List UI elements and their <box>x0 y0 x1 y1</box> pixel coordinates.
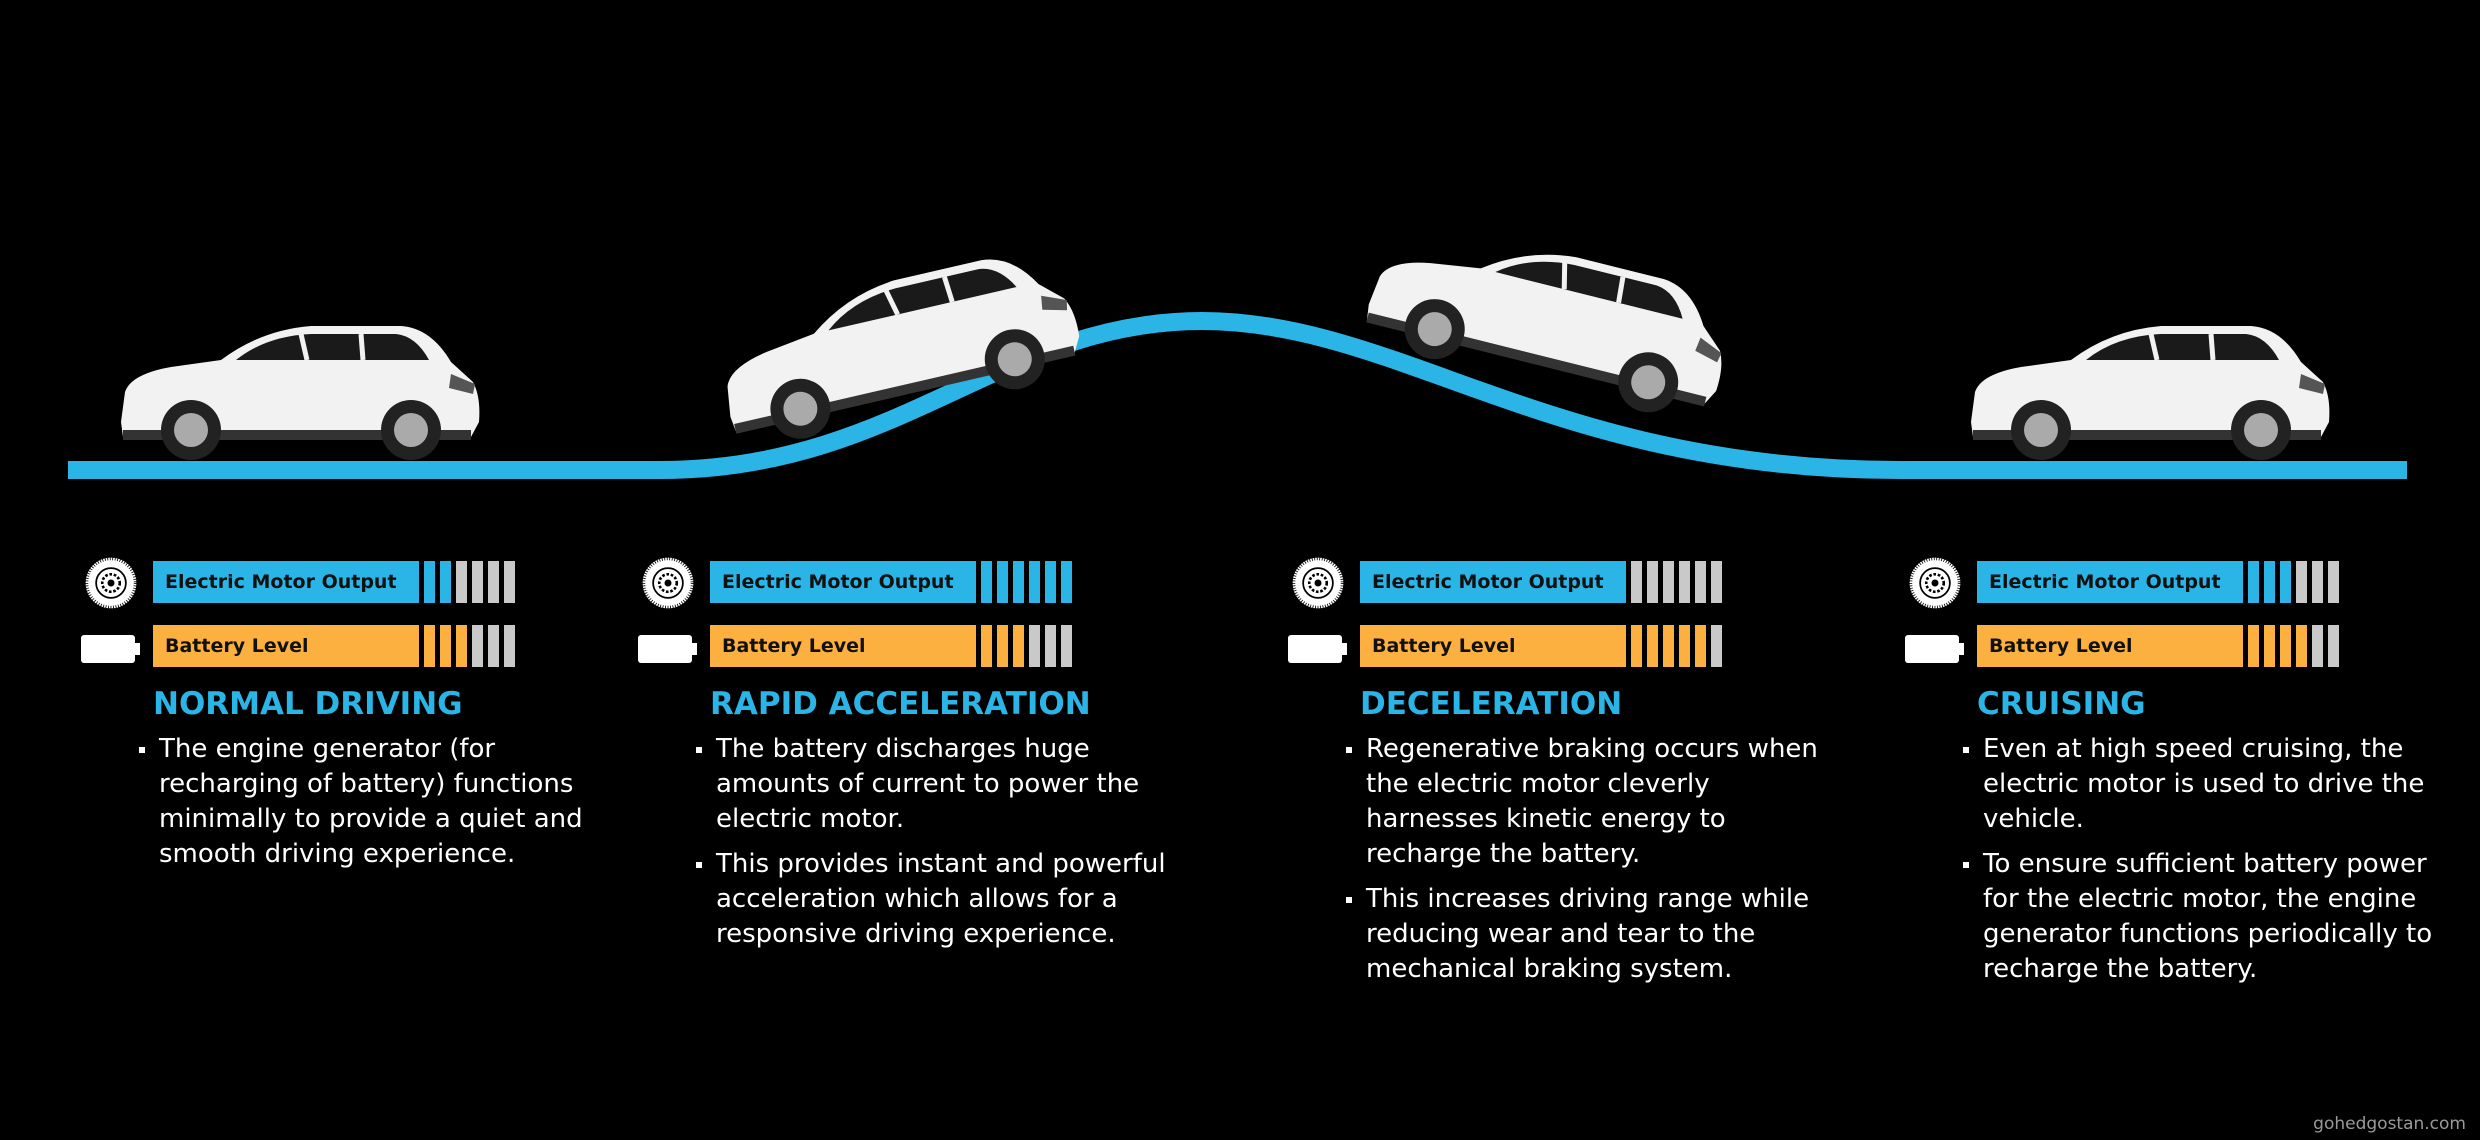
bullet-item: To ensure sufficient battery power for t… <box>1963 847 2443 987</box>
battery-segment <box>2248 625 2259 667</box>
battery-segment <box>2296 625 2307 667</box>
battery-level-gauge <box>1631 625 1722 667</box>
mode-title: RAPID ACCELERATION <box>710 686 1091 722</box>
car-normal-driving <box>111 312 483 462</box>
motor-row: Electric Motor Output <box>636 555 1086 611</box>
mode-bullets: The battery discharges huge amounts of c… <box>696 732 1176 962</box>
bullet-item: The engine generator (for recharging of … <box>139 732 619 872</box>
motor-segment <box>2312 561 2323 603</box>
battery-segment <box>981 625 992 667</box>
battery-level-gauge <box>424 625 515 667</box>
motor-label: Electric Motor Output <box>1360 561 1626 603</box>
battery-segment <box>1631 625 1642 667</box>
motor-icon <box>1903 555 1967 611</box>
battery-segment <box>1045 625 1056 667</box>
mode-title: CRUISING <box>1977 686 2146 722</box>
motor-icon <box>79 555 143 611</box>
battery-level-gauge <box>2248 625 2339 667</box>
motor-segment <box>997 561 1008 603</box>
battery-label: Battery Level <box>153 625 419 667</box>
motor-segment <box>981 561 992 603</box>
battery-segment <box>997 625 1008 667</box>
motor-segment <box>1013 561 1024 603</box>
battery-row: Battery Level <box>1903 625 2353 667</box>
bullet-item: Regenerative braking occurs when the ele… <box>1346 732 1826 872</box>
motor-segment <box>2280 561 2291 603</box>
battery-segment <box>1679 625 1690 667</box>
motor-segment <box>1679 561 1690 603</box>
motor-segment <box>1663 561 1674 603</box>
battery-segment <box>1695 625 1706 667</box>
battery-segment <box>2312 625 2323 667</box>
battery-row: Battery Level <box>636 625 1086 667</box>
motor-row: Electric Motor Output <box>79 555 529 611</box>
battery-segment <box>472 625 483 667</box>
battery-icon <box>636 619 700 675</box>
bullet-item: Even at high speed cruising, the electri… <box>1963 732 2443 837</box>
motor-icon <box>636 555 700 611</box>
motor-label: Electric Motor Output <box>153 561 419 603</box>
battery-segment <box>456 625 467 667</box>
motor-segment <box>440 561 451 603</box>
motor-segment <box>1631 561 1642 603</box>
battery-segment <box>1013 625 1024 667</box>
motor-segment <box>488 561 499 603</box>
motor-segment <box>1695 561 1706 603</box>
mode-bullets: Regenerative braking occurs when the ele… <box>1346 732 1826 997</box>
battery-icon <box>1903 619 1967 675</box>
battery-label: Battery Level <box>710 625 976 667</box>
motor-row: Electric Motor Output <box>1286 555 1736 611</box>
battery-segment <box>1647 625 1658 667</box>
battery-icon <box>79 619 143 675</box>
mode-title: NORMAL DRIVING <box>153 686 463 722</box>
battery-row: Battery Level <box>79 625 529 667</box>
motor-icon <box>1286 555 1350 611</box>
motor-segment <box>1647 561 1658 603</box>
battery-segment <box>2280 625 2291 667</box>
battery-segment <box>488 625 499 667</box>
motor-segment <box>2296 561 2307 603</box>
motor-segment <box>1061 561 1072 603</box>
battery-segment <box>1663 625 1674 667</box>
motor-level-gauge <box>424 561 515 603</box>
battery-segment <box>440 625 451 667</box>
battery-segment <box>1029 625 1040 667</box>
battery-segment <box>1711 625 1722 667</box>
battery-row: Battery Level <box>1286 625 1736 667</box>
motor-segment <box>424 561 435 603</box>
car-cruising <box>1961 312 2333 462</box>
motor-level-gauge <box>981 561 1072 603</box>
bullet-item: This provides instant and powerful accel… <box>696 847 1176 952</box>
motor-level-gauge <box>2248 561 2339 603</box>
motor-segment <box>2328 561 2339 603</box>
battery-segment <box>1061 625 1072 667</box>
motor-segment <box>2248 561 2259 603</box>
motor-row: Electric Motor Output <box>1903 555 2353 611</box>
motor-segment <box>1711 561 1722 603</box>
battery-level-gauge <box>981 625 1072 667</box>
battery-segment <box>2328 625 2339 667</box>
motor-segment <box>504 561 515 603</box>
mode-title: DECELERATION <box>1360 686 1623 722</box>
battery-segment <box>424 625 435 667</box>
motor-label: Electric Motor Output <box>1977 561 2243 603</box>
watermark: gohedgostan.com <box>2313 1114 2466 1134</box>
motor-segment <box>2264 561 2275 603</box>
motor-segment <box>456 561 467 603</box>
battery-icon <box>1286 619 1350 675</box>
motor-segment <box>1045 561 1056 603</box>
battery-segment <box>2264 625 2275 667</box>
motor-label: Electric Motor Output <box>710 561 976 603</box>
motor-segment <box>472 561 483 603</box>
battery-segment <box>504 625 515 667</box>
motor-level-gauge <box>1631 561 1722 603</box>
battery-label: Battery Level <box>1360 625 1626 667</box>
mode-bullets: The engine generator (for recharging of … <box>139 732 619 882</box>
bullet-item: The battery discharges huge amounts of c… <box>696 732 1176 837</box>
bullet-item: This increases driving range while reduc… <box>1346 882 1826 987</box>
mode-bullets: Even at high speed cruising, the electri… <box>1963 732 2443 997</box>
battery-label: Battery Level <box>1977 625 2243 667</box>
motor-segment <box>1029 561 1040 603</box>
